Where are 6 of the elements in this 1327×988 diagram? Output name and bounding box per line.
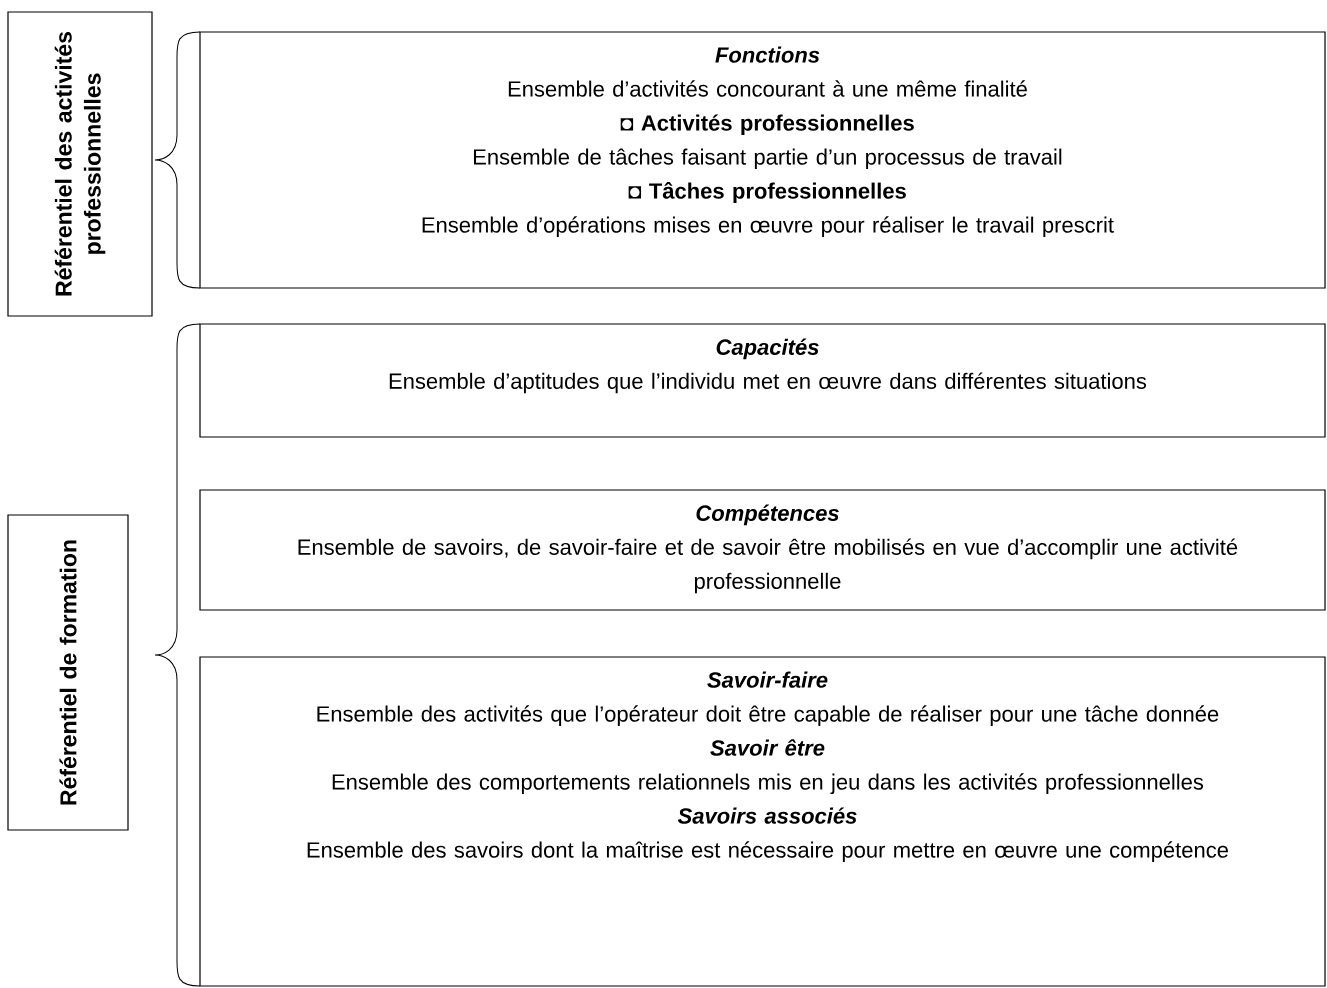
definition-box: Fonctions Ensemble d’activités concourant à une même finalité ◘ Activités professionnelles Ensemble de tâches faisant partie d’un processus de travail ◘ Tâches professionnelles Ensemble d’opérations mises en œuvre pour réaliser le travail prescrit [199, 31, 1326, 289]
title-box: Référentiel des activités professionnelles [7, 11, 153, 317]
title-box: Référentiel de formation [7, 514, 129, 831]
definition-box: Savoir-faire Ensemble des activités que l’opérateur doit être capable de réaliser pour une tâche donnée Savoir être Ensemble des comportements relationnels mis en jeu dans les activités professionnelles Savoirs associés Ensemble des savoirs dont la maîtrise est nécessaire pour mettre en œuvre une compétence [199, 656, 1326, 987]
definition-box: Compétences Ensemble de savoirs, de savoir-faire et de savoir être mobilisés en vue d’accomplir une activité professionnelle [199, 489, 1326, 611]
definition-box: Capacités Ensemble d’aptitudes que l’individu met en œuvre dans différentes situations [199, 323, 1326, 438]
